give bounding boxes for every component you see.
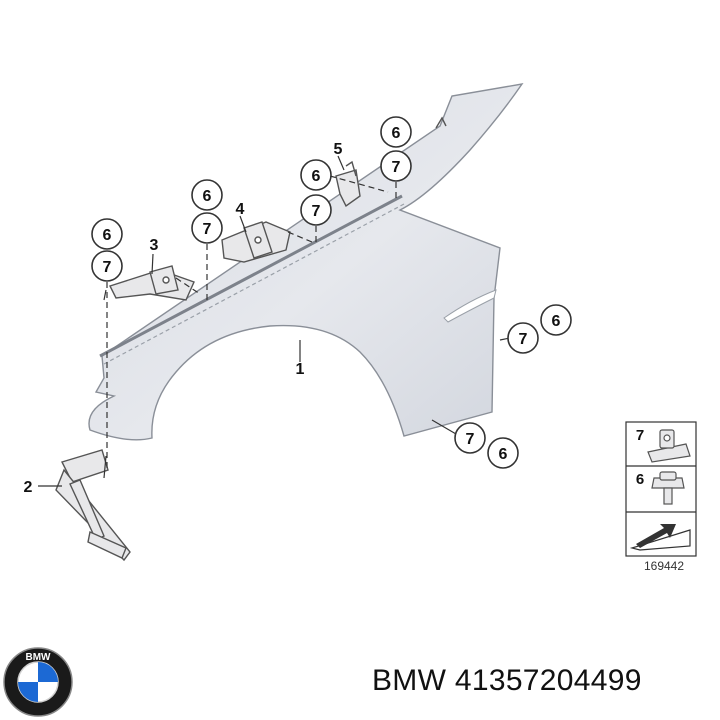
callout-circle-6-b: 6 <box>191 179 223 211</box>
callout-label: 6 <box>312 168 321 185</box>
callout-label: 7 <box>466 431 475 448</box>
callout-label: 6 <box>552 313 561 330</box>
parts-legend: 7 6 169442 <box>625 421 697 573</box>
callout-label: 6 <box>203 188 212 205</box>
callout-circle-7-c: 7 <box>300 194 332 226</box>
callout-circle-6-d: 6 <box>380 116 412 148</box>
callout-label: 6 <box>499 446 508 463</box>
part-caption: BMW 41357204499 <box>372 664 642 698</box>
callout-label: 7 <box>312 203 321 220</box>
leader-lines <box>38 155 511 487</box>
bolt-icon <box>651 471 685 505</box>
callout-label: 6 <box>103 227 112 244</box>
callout-circle-6-f: 6 <box>487 437 519 469</box>
callout-circle-7-d: 7 <box>380 150 412 182</box>
callout-front-bracket-number: 3 <box>150 237 159 254</box>
callout-label: 6 <box>392 125 401 142</box>
callout-label: 7 <box>392 159 401 176</box>
middle-bracket-part <box>221 221 291 263</box>
legend-label-screw: 7 <box>636 427 644 444</box>
callout-circle-7-e: 7 <box>507 322 539 354</box>
callout-fender-number: 1 <box>296 361 305 378</box>
bmw-logo: BMW <box>3 647 73 717</box>
callout-label: 7 <box>519 331 528 348</box>
callout-label: 7 <box>103 259 112 276</box>
diagram-reference-number: 169442 <box>644 559 684 573</box>
callout-circle-7-a: 7 <box>91 250 123 282</box>
clip-nut-icon <box>647 429 691 463</box>
callout-label: 7 <box>203 221 212 238</box>
part-number: 41357204499 <box>454 664 642 697</box>
callout-middle-bracket-number: 4 <box>236 201 245 218</box>
callout-circle-6-a: 6 <box>91 218 123 250</box>
logo-letters: BMW <box>26 652 52 663</box>
callout-circle-7-b: 7 <box>191 212 223 244</box>
fender-panel <box>88 83 524 441</box>
callout-circle-6-e: 6 <box>540 304 572 336</box>
front-bracket-part <box>109 265 195 301</box>
callout-rear-bracket-number: 5 <box>334 141 343 158</box>
callout-lower-bracket-number: 2 <box>24 479 33 496</box>
lower-bracket-part <box>55 449 131 562</box>
panel-arrow-icon <box>629 524 691 551</box>
callout-circle-7-f: 7 <box>454 422 486 454</box>
callout-circle-6-c: 6 <box>300 159 332 191</box>
legend-label-nut: 6 <box>636 471 644 488</box>
brand-name: BMW <box>372 664 447 697</box>
